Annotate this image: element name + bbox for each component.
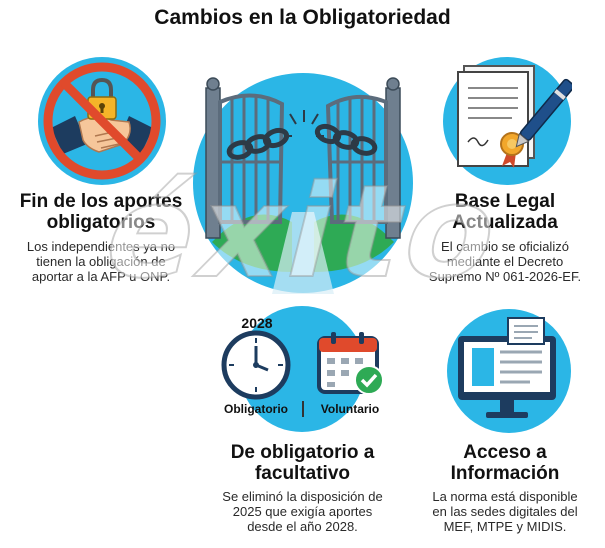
card3-desc-line3: desde el año 2028.: [247, 519, 358, 534]
calendar-check-icon: [315, 328, 387, 398]
card3-desc-line1: Se eliminó la disposición de: [222, 489, 383, 504]
monitor-document-icon: [446, 308, 572, 434]
card2-desc-line2: mediante el Decreto: [446, 254, 564, 269]
card1-desc-line3: aportar a la AFP u ONP.: [31, 269, 171, 284]
divider: [302, 401, 304, 417]
clock-icon: [221, 330, 291, 400]
card1-desc-line2: tienen la obligación de: [36, 254, 166, 269]
broken-chain-gate-icon: [192, 72, 414, 294]
card2-heading-line2: Actualizada: [452, 212, 558, 233]
card3-left-label: Obligatorio: [224, 402, 288, 416]
card3-year-label: 2028: [241, 315, 273, 331]
card2-desc-line1: El cambio se oficializó: [441, 239, 569, 254]
card4-heading-line2: Información: [450, 463, 560, 484]
document-seal-pen-icon: [442, 56, 572, 186]
card1-desc-line1: Los independientes ya no: [26, 239, 176, 254]
card1-heading-line2: obligatorios: [46, 212, 156, 233]
card3-right-label: Voluntario: [320, 402, 380, 416]
card3-desc-line2: 2025 que exigía aportes: [232, 504, 373, 519]
watermark: éxito: [89, 157, 521, 308]
card1-heading-line1: Fin de los aportes: [19, 191, 183, 212]
card2-heading-line1: Base Legal: [454, 191, 556, 212]
card4-desc-line2: en las sedes digitales del: [432, 504, 578, 519]
card4-heading-line1: Acceso a: [463, 442, 547, 463]
card4-desc-line1: La norma está disponible: [432, 489, 578, 504]
card2-desc-line3: Supremo Nº 061-2026-EF.: [428, 269, 582, 284]
card3-heading-line2: facultativo: [254, 463, 351, 484]
card4-desc-line3: MEF, MTPE y MIDIS.: [443, 519, 567, 534]
card3-heading-line1: De obligatorio a: [230, 442, 375, 463]
prohibited-handshake-lock-icon: [37, 56, 167, 186]
page-title: Cambios en la Obligatoriedad: [154, 6, 451, 29]
